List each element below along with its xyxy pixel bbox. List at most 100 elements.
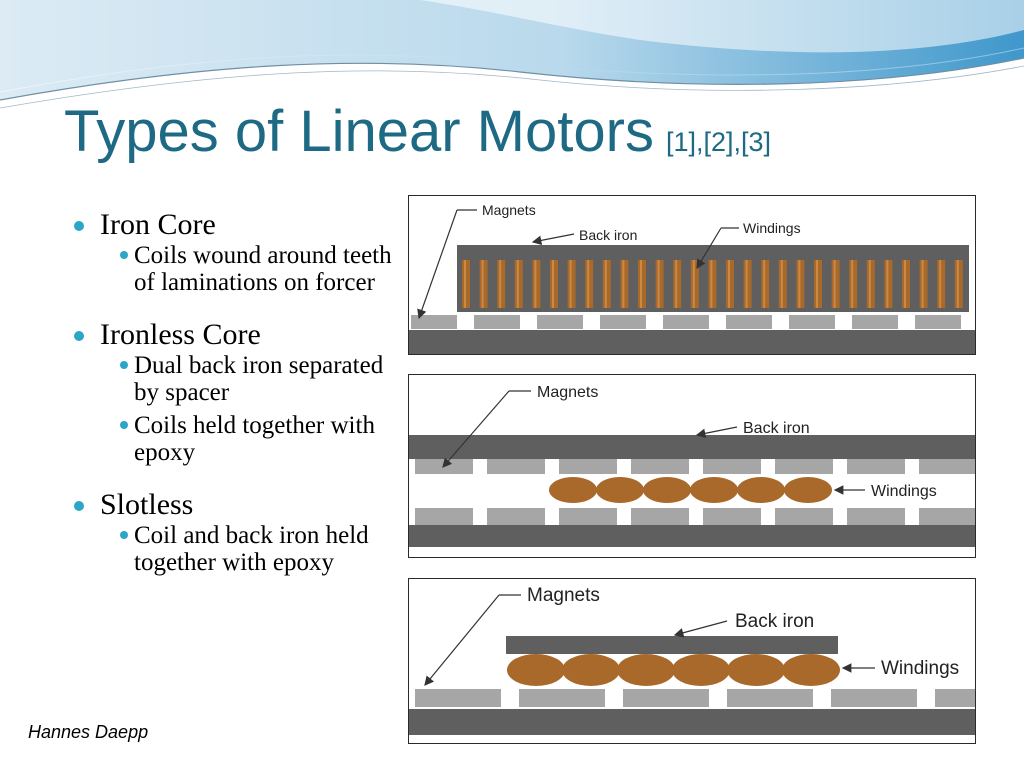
winding-highlight xyxy=(569,260,572,308)
upper-back-iron xyxy=(409,435,975,459)
winding-highlight xyxy=(657,260,660,308)
magnet xyxy=(415,508,473,525)
back-iron-label: Back iron xyxy=(579,227,637,243)
upper-magnet-row xyxy=(415,459,975,474)
winding-highlight xyxy=(939,260,942,308)
winding-highlight xyxy=(956,260,959,308)
magnet xyxy=(487,508,545,525)
magnet xyxy=(474,315,520,329)
back-iron-arrow xyxy=(695,426,738,439)
magnet xyxy=(789,315,835,329)
bullet-group-ironless-core: Ironless Core Dual back iron separated b… xyxy=(72,318,402,466)
magnet xyxy=(775,459,833,474)
magnet xyxy=(726,315,772,329)
winding-highlight xyxy=(692,260,695,308)
winding-highlight xyxy=(780,260,783,308)
forcer-back-iron xyxy=(506,636,838,654)
title-text: Types of Linear Motors xyxy=(64,99,654,164)
winding-highlight xyxy=(587,260,590,308)
magnets-arrow xyxy=(442,390,510,468)
magnet xyxy=(852,315,898,329)
magnet xyxy=(600,315,646,329)
magnets-label: Magnets xyxy=(527,585,600,606)
winding-coil xyxy=(549,477,597,503)
winding-highlight xyxy=(481,260,484,308)
winding-highlight xyxy=(868,260,871,308)
back-iron-label: Back iron xyxy=(743,420,810,437)
windings-label: Windings xyxy=(743,220,801,236)
winding-tooth xyxy=(708,260,717,308)
magnets-arrow xyxy=(424,594,500,686)
winding-tooth xyxy=(796,260,805,308)
winding-highlight xyxy=(763,260,766,308)
winding-tooth xyxy=(585,260,594,308)
windings xyxy=(507,654,840,686)
magnet xyxy=(831,689,917,707)
magnet xyxy=(847,459,905,474)
bullet-heading: Slotless xyxy=(72,488,402,522)
winding-tooth xyxy=(884,260,893,308)
winding-highlight xyxy=(921,260,924,308)
winding-highlight xyxy=(745,260,748,308)
ironless-core-svg: Magnets Back iron Windings xyxy=(409,384,975,547)
magnet xyxy=(631,459,689,474)
magnet xyxy=(663,315,709,329)
iron-core-diagram: Magnets Back iron Windings xyxy=(408,195,976,355)
winding-highlight xyxy=(516,260,519,308)
magnet xyxy=(411,315,457,329)
back-iron-arrow xyxy=(673,620,728,638)
winding-highlight xyxy=(904,260,906,308)
sub-bullet: Coils held together with epoxy xyxy=(72,412,402,466)
winding-teeth xyxy=(462,260,963,308)
winding-highlight xyxy=(728,260,730,308)
lower-back-iron xyxy=(409,525,975,547)
magnet xyxy=(915,315,961,329)
back-iron-label: Back iron xyxy=(735,611,814,632)
slide-title: Types of Linear Motors[1],[2],[3] xyxy=(64,98,771,165)
winding-highlight xyxy=(675,260,678,308)
winding-coil xyxy=(727,654,785,686)
magnet xyxy=(919,508,975,525)
back-iron-arrow xyxy=(531,233,575,246)
winding-highlight xyxy=(816,260,818,308)
winding-highlight xyxy=(798,260,801,308)
magnets-label: Magnets xyxy=(537,384,598,401)
magnet xyxy=(847,508,905,525)
magnet xyxy=(703,508,761,525)
windings-arrow xyxy=(696,227,722,270)
winding-tooth xyxy=(532,260,541,308)
bullet-heading: Iron Core xyxy=(72,208,402,242)
magnet-row xyxy=(411,315,961,329)
winding-coil xyxy=(690,477,738,503)
winding-highlight xyxy=(710,260,713,308)
bullet-list: Iron Core Coils wound around teeth of la… xyxy=(72,208,402,598)
winding-coil xyxy=(617,654,675,686)
winding-highlight xyxy=(851,260,854,308)
magnet xyxy=(703,459,761,474)
slotless-diagram: Magnets Back iron Windings xyxy=(408,578,976,744)
winding-coil xyxy=(507,654,565,686)
magnet xyxy=(415,689,501,707)
winding-highlight xyxy=(886,260,889,308)
winding-coil xyxy=(784,477,832,503)
winding-highlight xyxy=(552,260,554,308)
magnets-label: Magnets xyxy=(482,202,536,218)
winding-highlight xyxy=(604,260,607,308)
ironless-core-diagram: Magnets Back iron Windings xyxy=(408,374,976,558)
magnet xyxy=(559,508,617,525)
winding-coil xyxy=(782,654,840,686)
winding-coil xyxy=(643,477,691,503)
winding-tooth xyxy=(479,260,488,308)
lower-magnet-row xyxy=(415,508,975,525)
winding-highlight xyxy=(640,260,642,308)
sub-bullet: Coil and back iron held together with ep… xyxy=(72,522,402,576)
magnet xyxy=(537,315,583,329)
winding-coil xyxy=(672,654,730,686)
sub-bullet: Dual back iron separated by spacer xyxy=(72,352,402,406)
slotless-svg: Magnets Back iron Windings xyxy=(409,585,975,735)
magnet xyxy=(519,689,605,707)
iron-core-svg: Magnets Back iron Windings xyxy=(409,202,975,354)
winding-coil xyxy=(596,477,644,503)
winding-highlight xyxy=(499,260,502,308)
